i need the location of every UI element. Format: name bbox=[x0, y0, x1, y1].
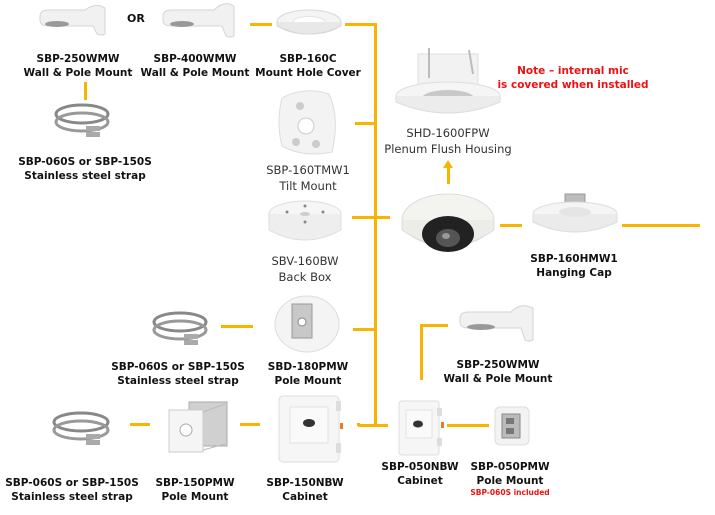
arrow-up-shaft bbox=[447, 166, 450, 184]
connector-top-left bbox=[250, 23, 272, 26]
or-label: OR bbox=[127, 12, 145, 25]
hanging-cap-icon bbox=[530, 192, 620, 244]
connector-main-vertical bbox=[374, 24, 377, 426]
connector-bottom bbox=[358, 424, 388, 427]
connector-pole-cabinet bbox=[240, 423, 260, 426]
steel-strap-icon bbox=[150, 310, 210, 350]
cabinet-icon bbox=[396, 398, 446, 458]
fisheye-camera-icon bbox=[398, 190, 498, 262]
arrow-up-icon bbox=[443, 160, 453, 168]
steel-strap-icon bbox=[52, 100, 112, 140]
pole-mount-small-icon bbox=[492, 404, 532, 448]
included-note: SBP-060S included bbox=[470, 488, 550, 497]
connector-cabinet-pole bbox=[447, 424, 489, 427]
connector-back-box bbox=[352, 216, 390, 219]
back-box-icon bbox=[265, 198, 345, 248]
tilt-mount-icon bbox=[274, 88, 344, 158]
connector-wallmount-h bbox=[420, 324, 448, 327]
connector-strap-mid bbox=[221, 325, 253, 328]
wall-mount-icon bbox=[35, 2, 110, 38]
flush-housing-icon bbox=[393, 44, 503, 124]
connector-strap-bottom bbox=[130, 423, 150, 426]
wall-mount-icon bbox=[158, 0, 238, 40]
connector-strap-top bbox=[84, 82, 87, 100]
connector-cap-right bbox=[622, 224, 700, 227]
connector-pole-mount bbox=[353, 328, 375, 331]
connector-hole-cover bbox=[345, 23, 377, 26]
wall-mount-icon bbox=[455, 302, 537, 344]
steel-strap-icon bbox=[50, 410, 112, 450]
connector-camera-cap bbox=[500, 224, 522, 227]
ring-cover-icon bbox=[274, 8, 344, 40]
connector-cabinet-tail bbox=[357, 423, 360, 426]
pole-mount-round-icon bbox=[272, 294, 342, 354]
connector-wallmount-v bbox=[420, 325, 423, 380]
cabinet-icon bbox=[276, 393, 344, 465]
pole-mount-box-icon bbox=[165, 398, 230, 456]
connector-tilt-mount bbox=[355, 122, 375, 125]
